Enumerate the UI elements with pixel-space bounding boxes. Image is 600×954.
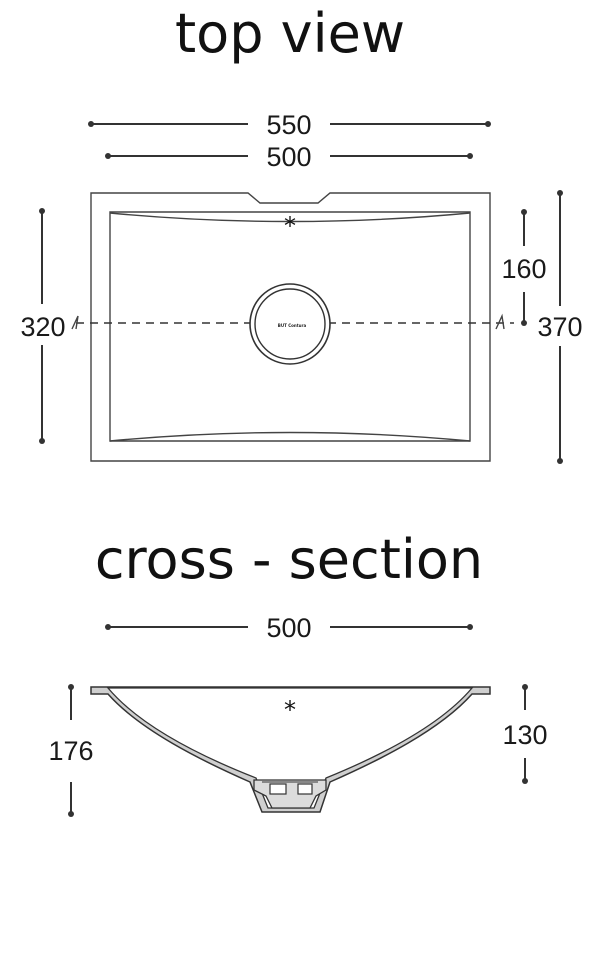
dimension-overall-depth: 370 — [537, 190, 583, 464]
dimension-basin-depth: 320 — [20, 208, 66, 444]
dimension-bowl-height: 130 — [502, 684, 548, 784]
overall-depth-label: 370 — [537, 312, 582, 342]
dimension-inner-depth: 160 — [501, 209, 547, 326]
section-width-label: 500 — [266, 613, 311, 643]
cross-section-title: cross - section — [95, 528, 483, 591]
section-profile — [90, 686, 491, 813]
inner-depth-label: 160 — [501, 254, 546, 284]
overall-width-label: 550 — [266, 110, 311, 140]
cross-section-marker: * — [284, 696, 296, 724]
basin-width-label: 500 — [266, 142, 311, 172]
dimension-total-height: 176 — [48, 684, 94, 817]
top-view-title: top view — [175, 2, 405, 65]
bowl-height-label: 130 — [502, 720, 547, 750]
basin-outline — [90, 192, 491, 462]
top-view-marker: * — [284, 212, 296, 240]
dimension-section-width: 500 — [105, 613, 473, 643]
total-height-label: 176 — [48, 736, 93, 766]
drain-mark: BUT Contura — [278, 323, 307, 328]
drain: BUT Contura — [249, 283, 331, 365]
dimension-overall-width: 550 — [88, 110, 491, 140]
dimension-basin-width: 500 — [105, 142, 473, 172]
basin-depth-label: 320 — [20, 312, 65, 342]
